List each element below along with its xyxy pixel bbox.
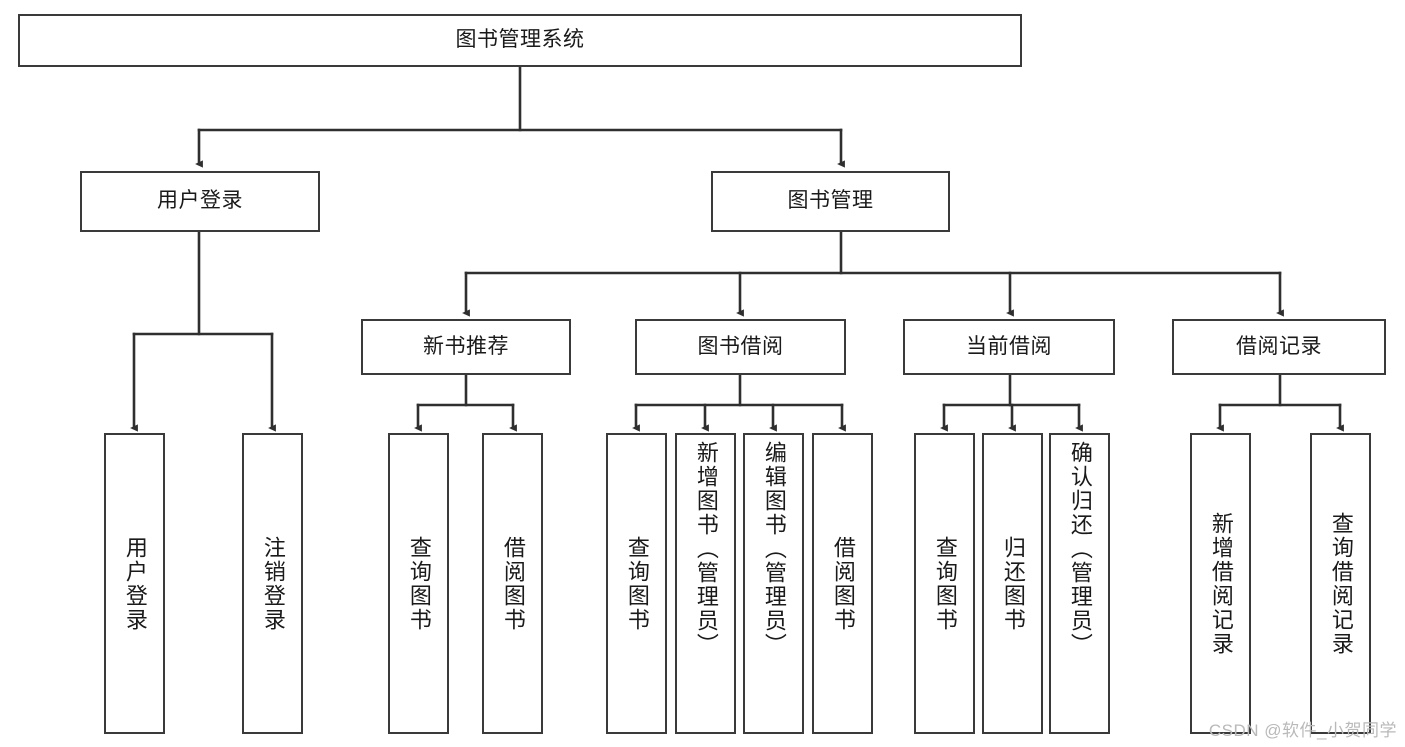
node-label-new-book-recommend: 新书推荐 bbox=[423, 334, 509, 358]
node-leaf-logout[interactable]: 注销登录 bbox=[242, 433, 303, 734]
node-leaf-return-book[interactable]: 归还图书 bbox=[982, 433, 1043, 734]
node-current-borrow[interactable]: 当前借阅 bbox=[903, 319, 1115, 375]
node-new-book-recommend[interactable]: 新书推荐 bbox=[361, 319, 571, 375]
node-leaf-add-book[interactable]: 新增图书（管理员） bbox=[675, 433, 736, 734]
node-label-leaf-add-book: 新增图书（管理员） bbox=[693, 441, 719, 657]
node-label-leaf-add-record: 新增借阅记录 bbox=[1208, 511, 1234, 656]
node-label-leaf-query-record: 查询借阅记录 bbox=[1328, 511, 1354, 656]
node-leaf-query-book-3[interactable]: 查询图书 bbox=[914, 433, 975, 734]
node-leaf-edit-book[interactable]: 编辑图书（管理员） bbox=[743, 433, 804, 734]
node-label-current-borrow: 当前借阅 bbox=[966, 334, 1052, 358]
node-label-leaf-return-book: 归还图书 bbox=[1000, 535, 1026, 632]
node-leaf-query-book-2[interactable]: 查询图书 bbox=[606, 433, 667, 734]
node-label-leaf-query-book-2: 查询图书 bbox=[624, 535, 650, 632]
node-user-login[interactable]: 用户登录 bbox=[80, 171, 320, 232]
node-leaf-query-book-1[interactable]: 查询图书 bbox=[388, 433, 449, 734]
node-label-leaf-borrow-book-2: 借阅图书 bbox=[830, 535, 856, 632]
node-book-borrow[interactable]: 图书借阅 bbox=[635, 319, 846, 375]
node-label-leaf-borrow-book-1: 借阅图书 bbox=[500, 535, 526, 632]
node-leaf-confirm-return[interactable]: 确认归还（管理员） bbox=[1049, 433, 1110, 734]
node-label-leaf-edit-book: 编辑图书（管理员） bbox=[761, 441, 787, 657]
node-label-book-manage: 图书管理 bbox=[787, 189, 874, 213]
node-label-leaf-user-login: 用户登录 bbox=[122, 535, 148, 632]
node-label-book-borrow: 图书借阅 bbox=[697, 334, 784, 358]
node-label-leaf-query-book-3: 查询图书 bbox=[932, 535, 958, 632]
node-leaf-add-record[interactable]: 新增借阅记录 bbox=[1190, 433, 1251, 734]
node-label-leaf-confirm-return: 确认归还（管理员） bbox=[1067, 441, 1093, 657]
node-label-user-login: 用户登录 bbox=[157, 189, 243, 213]
node-label-borrow-record: 借阅记录 bbox=[1236, 334, 1322, 358]
node-book-manage[interactable]: 图书管理 bbox=[711, 171, 950, 232]
node-leaf-borrow-book-1[interactable]: 借阅图书 bbox=[482, 433, 543, 734]
node-leaf-borrow-book-2[interactable]: 借阅图书 bbox=[812, 433, 873, 734]
node-leaf-user-login[interactable]: 用户登录 bbox=[104, 433, 165, 734]
node-borrow-record[interactable]: 借阅记录 bbox=[1172, 319, 1386, 375]
node-root-system[interactable]: 图书管理系统 bbox=[18, 14, 1022, 67]
node-label-root: 图书管理系统 bbox=[455, 28, 585, 52]
node-label-leaf-logout: 注销登录 bbox=[260, 535, 286, 632]
node-label-leaf-query-book-1: 查询图书 bbox=[406, 535, 432, 632]
node-leaf-query-record[interactable]: 查询借阅记录 bbox=[1310, 433, 1371, 734]
